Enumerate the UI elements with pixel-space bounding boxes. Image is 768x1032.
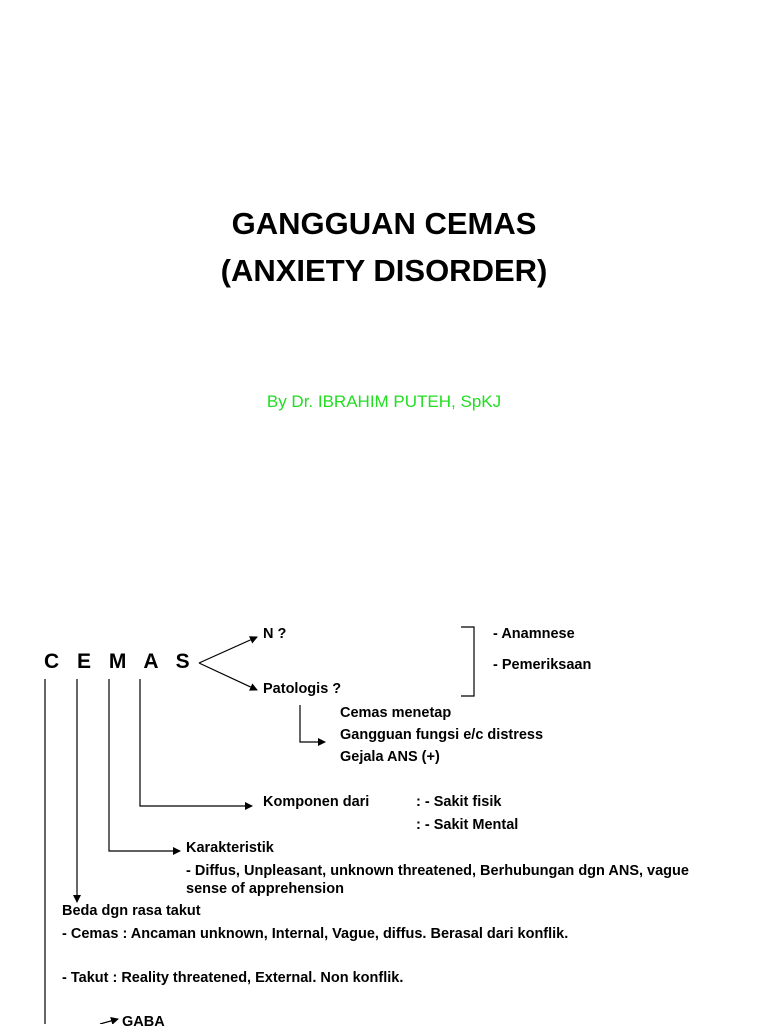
- karakteristik-line-1: - Diffus, Unpleasant, unknown threatened…: [186, 863, 689, 879]
- arrow-to-n: [198, 636, 258, 664]
- patologis-item-1: Cemas menetap: [340, 705, 452, 721]
- arrow-patologis-items: [299, 705, 326, 746]
- bracket-anamnese: [461, 626, 475, 697]
- anamnese-item: - Anamnese: [493, 626, 575, 642]
- slide-title-line-2: (ANXIETY DISORDER): [220, 253, 548, 288]
- arrow-karakteristik: [108, 679, 181, 855]
- takut-definition: - Takut : Reality threatened, External. …: [62, 970, 404, 986]
- pemeriksaan-item: - Pemeriksaan: [493, 657, 592, 673]
- patologis-item-3: Gejala ANS (+): [340, 749, 440, 765]
- komponen-item-1: : - Sakit fisik: [416, 794, 502, 810]
- slide-title-line-1: GANGGUAN CEMAS: [231, 206, 537, 241]
- karakteristik-label: Karakteristik: [186, 840, 274, 856]
- patologis-label: Patologis ?: [263, 681, 342, 697]
- arrow-gaba: [99, 1017, 119, 1024]
- patologis-item-2: Gangguan fungsi e/c distress: [340, 727, 544, 743]
- karakteristik-line-2: sense of apprehension: [186, 881, 344, 897]
- arrow-komponen: [139, 679, 253, 810]
- komponen-label: Komponen dari: [263, 794, 370, 810]
- beda-label: Beda dgn rasa takut: [62, 903, 201, 919]
- komponen-item-2: : - Sakit Mental: [416, 817, 519, 833]
- gaba-label: GABA: [122, 1014, 165, 1030]
- n-label: N ?: [263, 626, 287, 642]
- arrow-to-patologis: [198, 662, 258, 691]
- cemas-root-label: C E M A S: [44, 650, 196, 673]
- cemas-definition: - Cemas : Ancaman unknown, Internal, Vag…: [62, 926, 569, 942]
- author-credit: By Dr. IBRAHIM PUTEH, SpKJ: [266, 392, 502, 411]
